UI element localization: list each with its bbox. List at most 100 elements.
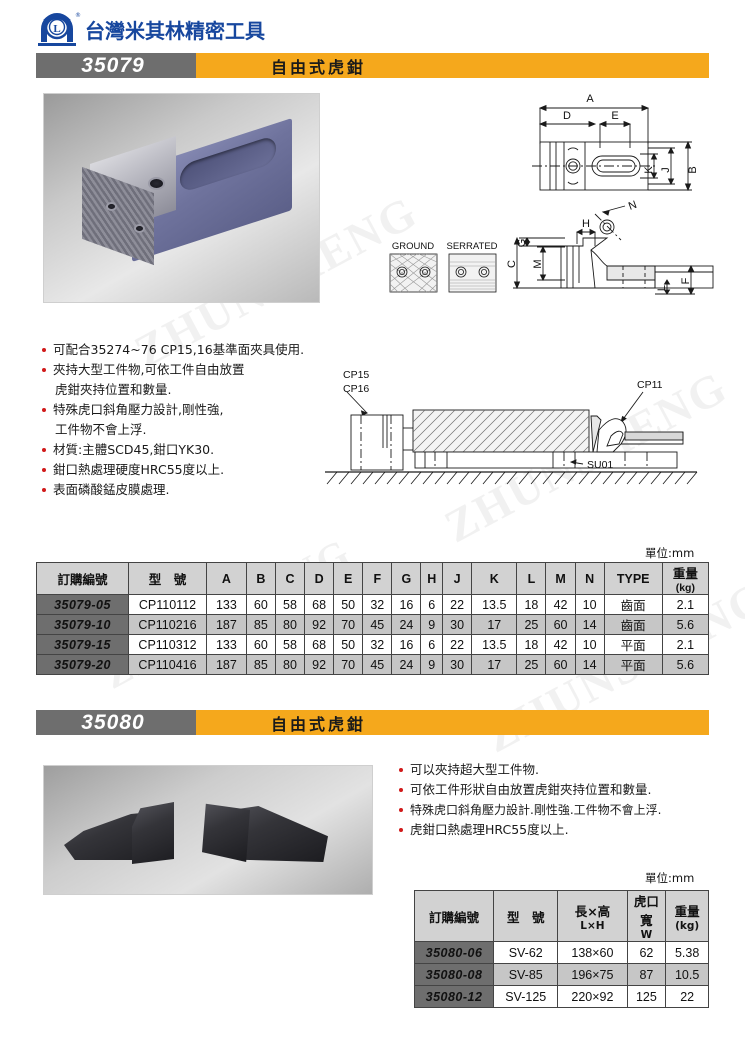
table-row: 35079-05 CP110112 133 60 58 68 50 32 16 … [36, 594, 710, 615]
cell-model: SV-62 [493, 941, 559, 964]
cell-e: 50 [333, 634, 364, 655]
table-row: 35079-15 CP110312 133 60 58 68 50 32 16 … [36, 634, 710, 655]
cell-weight: 10.5 [665, 963, 709, 986]
dim-label-E: E [611, 110, 618, 122]
col-e: E [333, 562, 364, 595]
col-m: M [545, 562, 576, 595]
drawing-assembly: CP15 CP16 CP11 SU01 [325, 360, 725, 495]
cell-g: 24 [391, 654, 422, 675]
unit-label-35079: 單位:mm [645, 546, 695, 560]
cell-order-no: 35080-08 [413, 963, 495, 986]
unit-label-35080: 單位:mm [645, 871, 695, 885]
cell-d: 92 [304, 614, 335, 635]
cell-size: 138×60 [557, 941, 628, 964]
callout-su01: SU01 [587, 459, 613, 471]
cell-model: SV-125 [493, 985, 559, 1008]
col-order-no: 訂購編號 [413, 890, 495, 942]
cell-f: 45 [362, 614, 393, 635]
col-g: G [391, 562, 422, 595]
cell-e: 50 [333, 594, 364, 615]
jaw-label-ground: GROUND [392, 241, 434, 252]
cell-weight: 2.1 [661, 634, 710, 655]
callout-cp16: CP16 [343, 383, 369, 395]
cell-n: 14 [574, 654, 605, 675]
col-type: TYPE [603, 562, 663, 595]
cell-j: 22 [442, 594, 473, 615]
dim-label-J: J [660, 167, 672, 173]
cell-m: 60 [545, 614, 576, 635]
cell-b: 85 [245, 614, 276, 635]
cell-weight: 5.38 [665, 941, 709, 964]
cell-c: 80 [274, 654, 306, 675]
cell-l: 25 [516, 654, 547, 675]
dim-label-M: M [532, 259, 544, 268]
cell-type: 齒面 [603, 614, 663, 635]
product-photo-35080 [43, 765, 373, 895]
cell-h: 9 [420, 654, 444, 675]
vise-unit-left-jaw [132, 802, 174, 864]
col-jaw-width-label: 虎口寬 [633, 894, 659, 928]
section-code: 35079 [36, 53, 196, 78]
list-item: 表面磷酸錳皮膜處理. [42, 480, 304, 500]
table-row: 35080-06 SV-62 138×60 62 5.38 [413, 941, 709, 964]
vise-unit-right-jaw [202, 803, 250, 862]
list-item: 特殊虎口斜角壓力設計.剛性強.工件物不會上浮. [399, 800, 661, 820]
dim-label-G: G [516, 239, 528, 248]
list-item: 虎鉗夾持位置和數量. [55, 382, 172, 397]
cell-order-no: 35079-10 [36, 614, 129, 635]
cell-order-no: 35080-06 [413, 941, 495, 964]
drawing-side-view: N H G C M L F [495, 200, 730, 325]
cell-h: 9 [420, 614, 444, 635]
col-weight-unit: (kg) [675, 582, 695, 594]
list-item: 鉗口熱處理硬度HRC55度以上. [42, 460, 304, 480]
cell-order-no: 35079-20 [36, 654, 129, 675]
registered-mark: ® [75, 12, 81, 19]
col-k: K [471, 562, 518, 595]
cell-d: 92 [304, 654, 335, 675]
dim-label-K: K [643, 166, 655, 174]
cell-size: 196×75 [557, 963, 628, 986]
section-code: 35080 [36, 710, 196, 735]
col-jaw-width: 虎口寬 W [626, 890, 667, 942]
cell-l: 18 [516, 594, 547, 615]
list-item: 虎鉗口熱處理HRC55度以上. [399, 820, 661, 840]
cell-n: 10 [574, 634, 605, 655]
cell-j: 30 [442, 614, 473, 635]
cell-m: 42 [545, 594, 576, 615]
cell-jaw-width: 125 [626, 985, 667, 1008]
dim-label-D: D [563, 110, 571, 122]
dim-label-F: F [680, 277, 692, 284]
vise-bolt-hole [148, 177, 165, 190]
col-size-sub: L×H [580, 919, 605, 932]
table-row: 35080-08 SV-85 196×75 87 10.5 [413, 963, 709, 986]
cell-order-no: 35079-15 [36, 634, 129, 655]
cell-j: 30 [442, 654, 473, 675]
col-weight-unit: (kg) [675, 919, 700, 932]
col-j: J [442, 562, 473, 595]
list-item: 工件物不會上浮. [55, 422, 147, 437]
cell-e: 70 [333, 614, 364, 635]
table-header-row: 訂購編號 型 號 長×高 L×H 虎口寬 W 重量 (kg) [413, 890, 709, 942]
cell-a: 187 [206, 654, 247, 675]
cell-l: 18 [516, 634, 547, 655]
cell-f: 45 [362, 654, 393, 675]
cell-n: 14 [574, 614, 605, 635]
section-titlebar-35080: 35080 自由式虎鉗 [36, 710, 709, 735]
cell-b: 85 [245, 654, 276, 675]
col-a: A [206, 562, 247, 595]
cell-model: CP110416 [128, 654, 207, 675]
list-item: 可以夾持超大型工件物. [399, 760, 661, 780]
spec-table-35080: 訂購編號 型 號 長×高 L×H 虎口寬 W 重量 (kg) 35080-06 … [413, 890, 709, 1008]
cell-order-no: 35079-05 [36, 594, 129, 615]
table-row: 35079-20 CP110416 187 85 80 92 70 45 24 … [36, 654, 710, 675]
svg-text:L: L [53, 23, 60, 35]
cell-weight: 5.6 [661, 614, 710, 635]
cell-f: 32 [362, 634, 393, 655]
cell-g: 24 [391, 614, 422, 635]
cell-type: 齒面 [603, 594, 663, 615]
cell-a: 187 [206, 614, 247, 635]
col-jaw-width-sub: W [640, 929, 653, 941]
cell-size: 220×92 [557, 985, 628, 1008]
cell-b: 60 [245, 594, 276, 615]
cell-order-no: 35080-12 [413, 985, 495, 1008]
